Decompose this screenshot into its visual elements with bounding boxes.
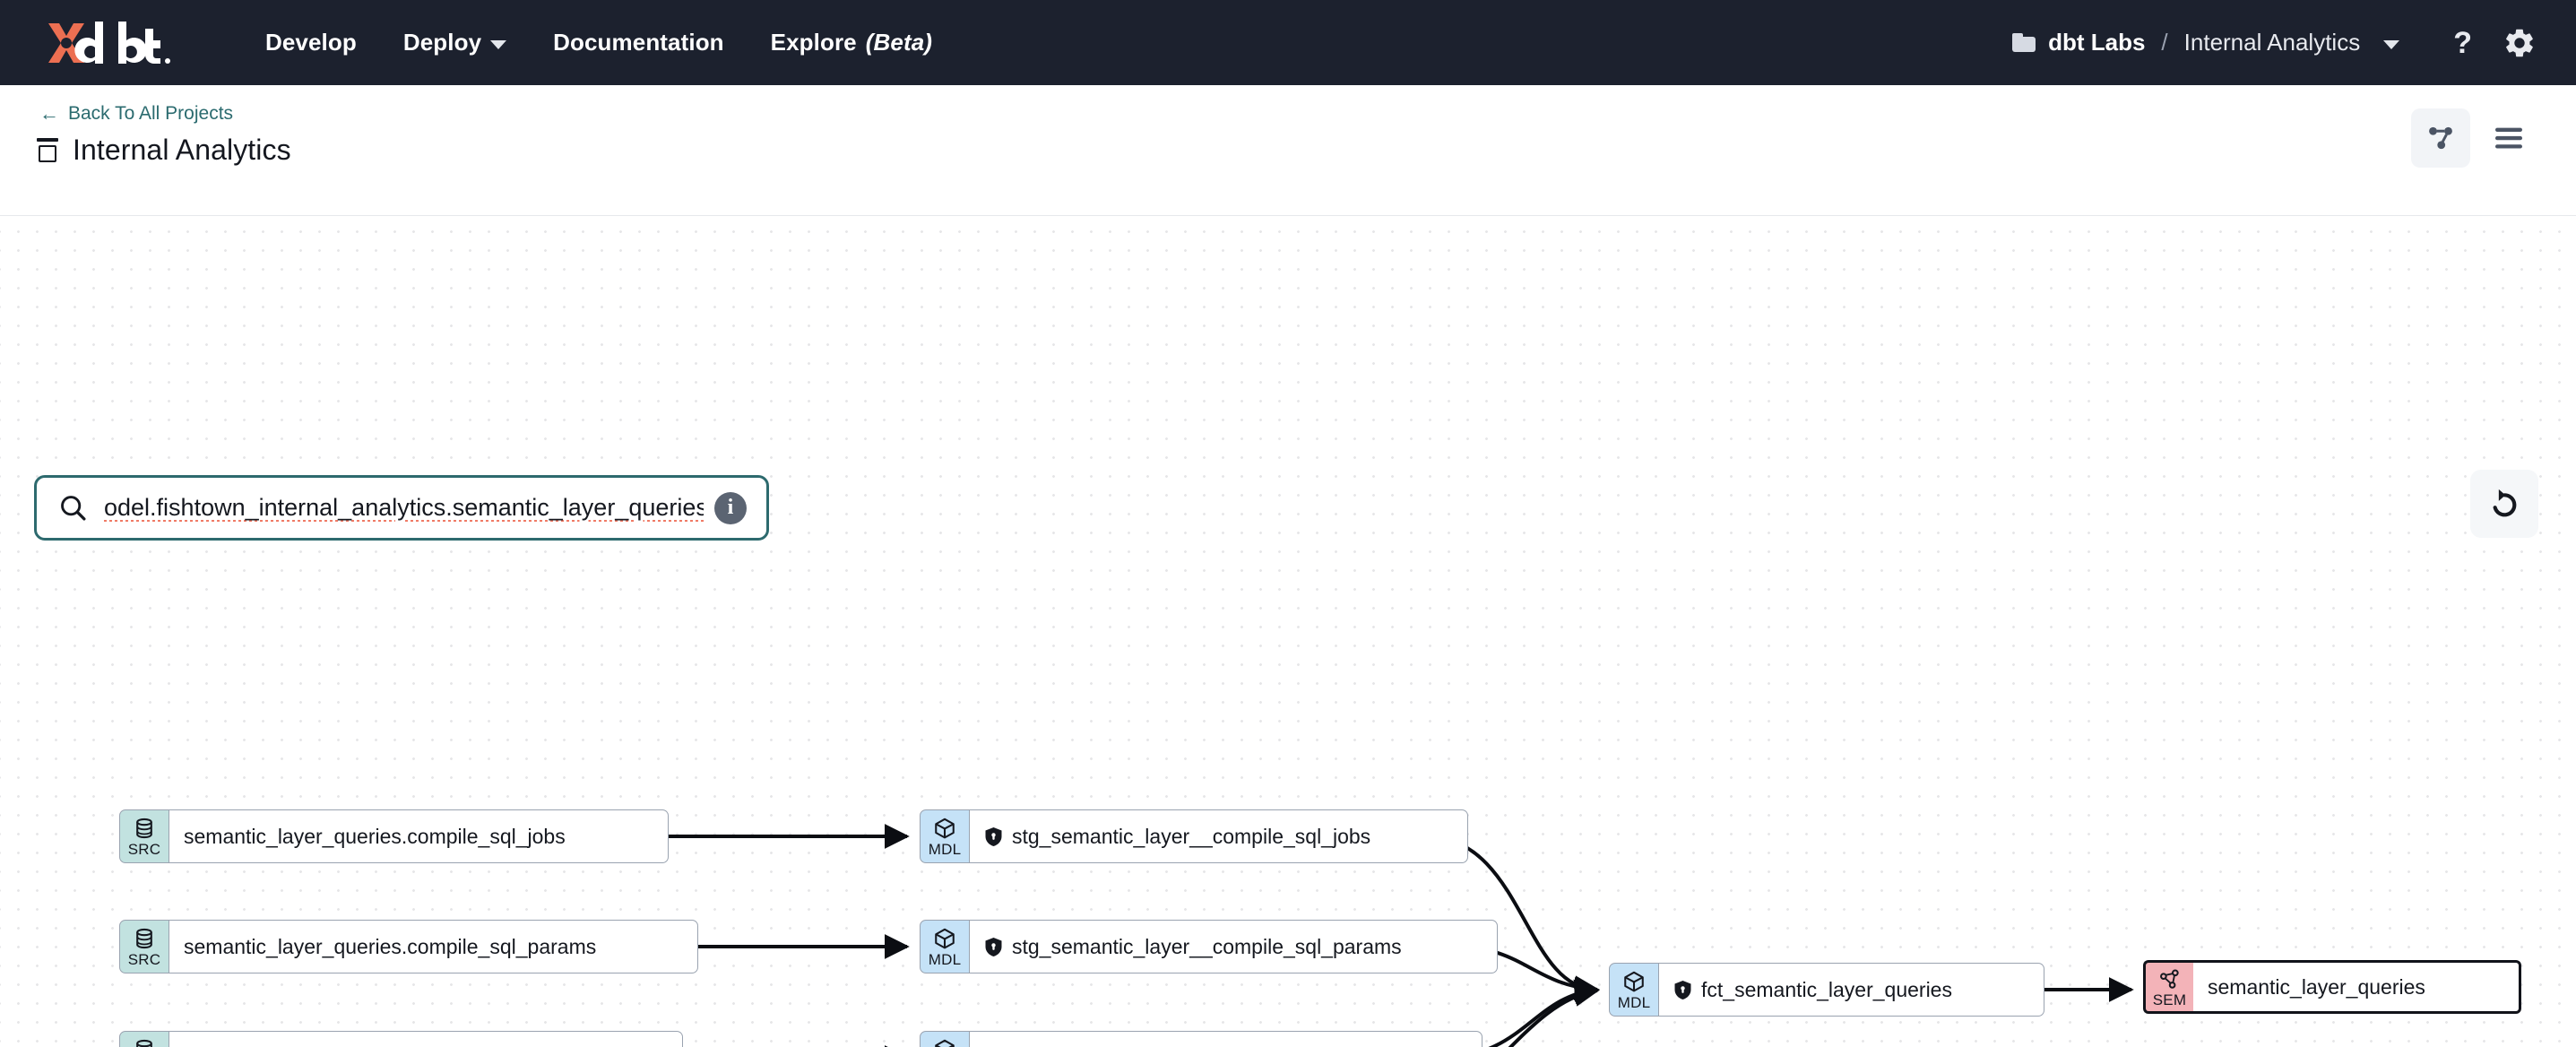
lineage-node-src2[interactable]: SRC semantic_layer_queries.compile_sql_pa…	[119, 920, 698, 973]
folder-icon	[2012, 33, 2036, 52]
hamburger-menu-icon	[2495, 127, 2522, 149]
node-type-abbr: MDL	[1617, 994, 1651, 1011]
node-body[interactable]: stg_semantic_layer__compile_sql_jobs	[970, 809, 1468, 863]
reset-graph-button[interactable]	[2470, 470, 2538, 538]
dbt-logo[interactable]	[39, 18, 208, 68]
search-icon	[61, 496, 86, 521]
lineage-node-fct1[interactable]: MDL fct_semantic_layer_queries	[1609, 963, 2044, 1017]
node-label: stg_semantic_layer__create_query_jobs	[1012, 1046, 1382, 1047]
page-title: Internal Analytics	[73, 134, 291, 166]
page-title-row: Internal Analytics	[36, 134, 2537, 167]
dbt-logo-icon	[48, 21, 170, 64]
subheader-actions	[2411, 108, 2538, 168]
lineage-graph-icon	[2429, 126, 2452, 150]
node-type-badge-mdl[interactable]: MDL	[920, 920, 970, 973]
node-type-badge-src[interactable]: SRC	[119, 1031, 169, 1047]
cube-icon	[1624, 971, 1644, 992]
node-label: fct_semantic_layer_queries	[1701, 977, 1952, 1001]
help-icon[interactable]: ?	[2453, 25, 2472, 60]
nav-link-documentation-label: Documentation	[553, 29, 724, 56]
cube-icon	[935, 928, 955, 949]
org-breadcrumb[interactable]: dbt Labs	[2012, 29, 2145, 56]
node-type-badge-src[interactable]: SRC	[119, 809, 169, 863]
back-arrow-icon: ←	[39, 102, 59, 125]
cube-icon	[935, 1039, 955, 1047]
back-to-all-projects-label: Back To All Projects	[68, 103, 234, 124]
nav-right-group: dbt Labs / Internal Analytics ?	[2012, 26, 2537, 60]
top-navigation-bar: Develop Deploy Documentation Explore (Be…	[0, 0, 2576, 85]
nav-link-develop[interactable]: Develop	[265, 29, 357, 56]
lineage-view-button[interactable]	[2411, 108, 2470, 168]
lineage-node-mdl3[interactable]: MDL stg_semantic_layer__create_query_jobs	[920, 1031, 1482, 1047]
nav-link-explore-beta-badge: (Beta)	[865, 29, 933, 56]
node-body[interactable]: stg_semantic_layer__create_query_jobs	[970, 1031, 1482, 1047]
lineage-node-mdl1[interactable]: MDL stg_semantic_layer__compile_sql_jobs	[920, 809, 1468, 863]
breadcrumb-separator: /	[2161, 29, 2168, 56]
node-type-abbr: MDL	[928, 951, 962, 968]
page-subheader: ← Back To All Projects Internal Analytic…	[0, 85, 2576, 216]
gear-icon[interactable]	[2503, 26, 2537, 60]
node-body[interactable]: stg_semantic_layer__compile_sql_params	[970, 920, 1498, 973]
node-label: stg_semantic_layer__compile_sql_jobs	[1012, 824, 1371, 848]
lineage-node-src3[interactable]: SRC semantic_layer_queries.create_query_j…	[119, 1031, 683, 1047]
node-label: semantic_layer_queries	[2208, 974, 2425, 999]
node-label: semantic_layer_queries.compile_sql_param…	[184, 934, 597, 958]
node-body[interactable]: semantic_layer_queries.compile_sql_jobs	[169, 809, 669, 863]
cube-icon	[935, 818, 955, 839]
node-body[interactable]: semantic_layer_queries.create_query_jobs	[169, 1031, 683, 1047]
semantic-graph-icon	[2159, 969, 2179, 989]
shield-lock-icon	[1673, 980, 1692, 1000]
chevron-down-icon	[490, 39, 507, 49]
node-type-abbr: SEM	[2152, 991, 2187, 1008]
nav-link-develop-label: Develop	[265, 29, 357, 56]
nav-link-documentation[interactable]: Documentation	[553, 29, 724, 56]
reset-graph-icon	[2493, 489, 2517, 517]
lineage-canvas[interactable]: odel.fishtown_internal_analytics.semanti…	[0, 216, 2576, 1047]
primary-nav-links: Develop Deploy Documentation Explore (Be…	[265, 29, 932, 56]
node-type-abbr: SRC	[127, 841, 161, 858]
sidebar-menu-button[interactable]	[2479, 108, 2538, 168]
nav-link-deploy-label: Deploy	[402, 29, 482, 56]
node-type-badge-mdl[interactable]: MDL	[920, 809, 970, 863]
lineage-node-mdl2[interactable]: MDL stg_semantic_layer__compile_sql_param…	[920, 920, 1498, 973]
node-body[interactable]: fct_semantic_layer_queries	[1659, 963, 2044, 1017]
nav-link-deploy[interactable]: Deploy	[402, 29, 507, 56]
lineage-node-src1[interactable]: SRC semantic_layer_queries.compile_sql_jo…	[119, 809, 669, 863]
node-type-badge-sem[interactable]: SEM	[2143, 960, 2193, 1014]
back-to-all-projects-link[interactable]: ← Back To All Projects	[39, 103, 233, 125]
node-label: semantic_layer_queries.create_query_jobs	[184, 1046, 577, 1047]
shield-lock-icon	[984, 826, 1003, 847]
node-type-badge-mdl[interactable]: MDL	[920, 1031, 970, 1047]
node-type-badge-mdl[interactable]: MDL	[1609, 963, 1659, 1017]
shield-lock-icon	[984, 937, 1003, 957]
node-body[interactable]: semantic_layer_queries.compile_sql_param…	[169, 920, 698, 973]
node-label: stg_semantic_layer__compile_sql_params	[1012, 934, 1402, 958]
nav-link-explore[interactable]: Explore (Beta)	[771, 29, 932, 56]
chevron-down-icon	[2383, 39, 2400, 49]
project-selector[interactable]: Internal Analytics	[2184, 29, 2400, 56]
project-name-label: Internal Analytics	[2183, 29, 2361, 56]
node-body[interactable]: semantic_layer_queries	[2193, 960, 2521, 1014]
database-cylinder-icon	[136, 1039, 152, 1047]
node-type-abbr: MDL	[928, 841, 962, 858]
project-box-icon	[36, 137, 59, 163]
lineage-node-sem1[interactable]: SEM semantic_layer_queries	[2143, 960, 2521, 1014]
database-cylinder-icon	[136, 928, 152, 949]
node-type-badge-src[interactable]: SRC	[119, 920, 169, 973]
database-cylinder-icon	[136, 818, 152, 839]
nav-link-explore-label: Explore	[770, 29, 857, 56]
node-label: semantic_layer_queries.compile_sql_jobs	[184, 824, 566, 848]
node-search-box[interactable]: odel.fishtown_internal_analytics.semanti…	[34, 475, 769, 541]
info-icon[interactable]: i	[714, 491, 747, 524]
org-name-label: dbt Labs	[2048, 29, 2146, 56]
node-type-abbr: SRC	[127, 951, 161, 968]
search-input[interactable]: odel.fishtown_internal_analytics.semanti…	[104, 494, 704, 521]
